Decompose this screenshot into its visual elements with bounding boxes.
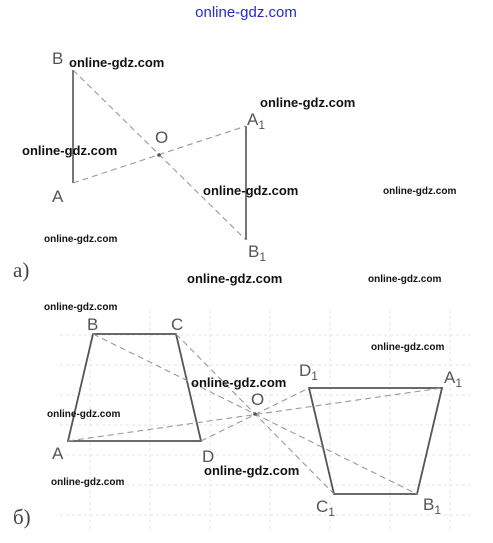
- part-label-a: а): [13, 258, 29, 282]
- watermark: online-gdz.com: [204, 463, 299, 478]
- point-label-a1: A1: [247, 110, 265, 132]
- point-label-b: B: [52, 49, 63, 68]
- watermark: online-gdz.com: [260, 95, 355, 110]
- center-point-o-b: [253, 412, 257, 416]
- watermark: online-gdz.com: [69, 55, 164, 70]
- watermark: online-gdz.com: [203, 183, 298, 198]
- part-label-b: б): [13, 505, 31, 529]
- point-label-d-b: D: [202, 447, 214, 466]
- watermark: online-gdz.com: [44, 302, 117, 313]
- point-label-o: O: [155, 128, 168, 147]
- watermark: online-gdz.com: [187, 271, 282, 286]
- part-b-figure: B C A D O D1 A1 C1 B1 б): [13, 310, 470, 530]
- point-label-a1-b: A1: [444, 368, 462, 390]
- point-label-b1-b: B1: [423, 495, 441, 517]
- background-grid: [60, 310, 470, 530]
- watermark: online-gdz.com: [44, 234, 117, 245]
- point-label-c-b: C: [171, 315, 183, 334]
- watermark: online-gdz.com: [368, 274, 441, 285]
- point-label-a-b: A: [52, 444, 64, 463]
- part-a-figure: B A O A1 B1 а): [13, 49, 266, 282]
- watermark: online-gdz.com: [22, 143, 117, 158]
- watermarks: online-gdz.com online-gdz.com online-gdz…: [22, 55, 456, 488]
- watermark-top: online-gdz.com: [195, 4, 297, 21]
- center-point-o: [157, 153, 161, 157]
- point-label-c1: C1: [316, 497, 335, 519]
- watermark: online-gdz.com: [383, 186, 456, 197]
- point-label-a: A: [52, 187, 64, 206]
- point-label-d1: D1: [299, 361, 318, 383]
- watermark: online-gdz.com: [191, 375, 286, 390]
- watermark: online-gdz.com: [371, 342, 444, 353]
- point-label-b-b: B: [87, 315, 98, 334]
- watermark: online-gdz.com: [47, 409, 120, 420]
- point-label-b1: B1: [248, 242, 266, 264]
- point-label-o-b: O: [251, 390, 264, 409]
- watermark: online-gdz.com: [51, 477, 124, 488]
